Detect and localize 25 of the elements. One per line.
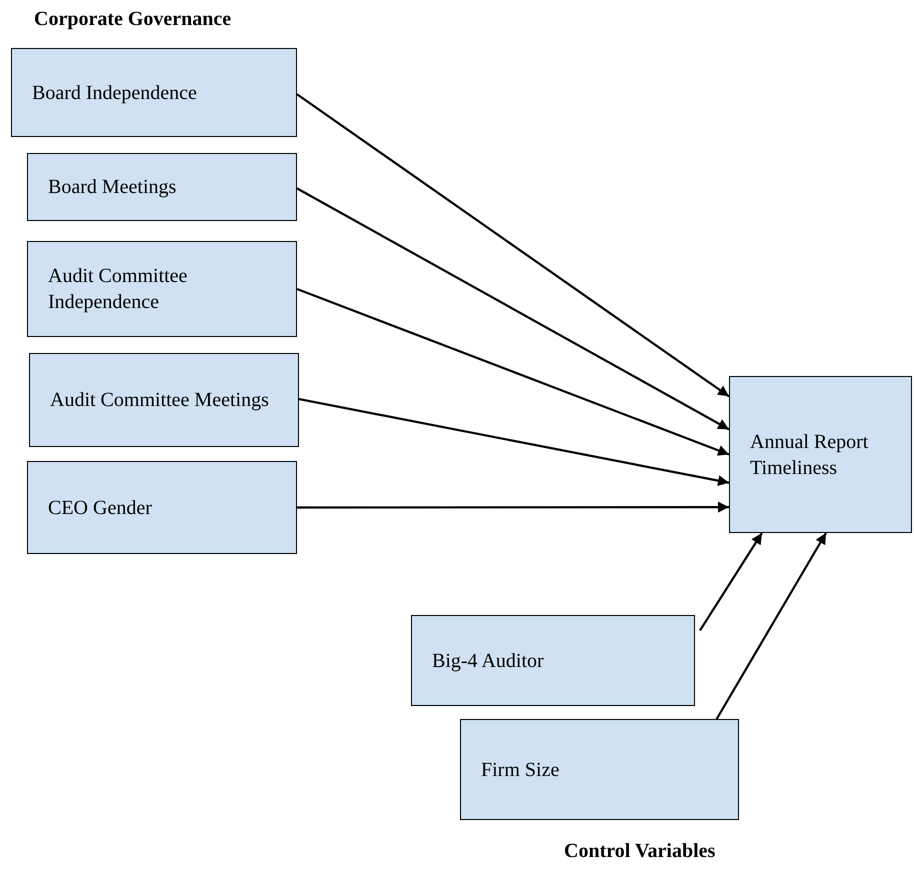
arrow [298, 398, 730, 486]
arrow [716, 532, 827, 720]
variable-box [729, 376, 912, 533]
variable-name: Board Meetings [48, 175, 176, 200]
group-heading: Control Variables [564, 840, 716, 863]
variable-box [29, 353, 299, 447]
arrow [699, 532, 763, 632]
variable-name: Firm Size [481, 758, 560, 782]
arrow [297, 502, 729, 513]
arrow [296, 187, 730, 430]
variable-box [11, 48, 297, 137]
variable-name: Annual Report Timeliness [750, 430, 870, 480]
variable-name: Audit Committee Meetings [50, 388, 269, 413]
variable-name: CEO Gender [48, 496, 152, 520]
variable-name: Big-4 Auditor [432, 648, 544, 674]
variable-box [27, 241, 297, 337]
variable-name: Audit Committee Independence [48, 264, 188, 315]
variable-name: Board Independence [32, 80, 197, 106]
arrow [296, 93, 730, 398]
variable-box [460, 719, 739, 820]
variable-box [411, 615, 695, 706]
arrow [296, 288, 730, 456]
variable-box [27, 461, 297, 554]
variable-box [27, 153, 297, 221]
group-heading: Corporate Governance [34, 8, 232, 31]
